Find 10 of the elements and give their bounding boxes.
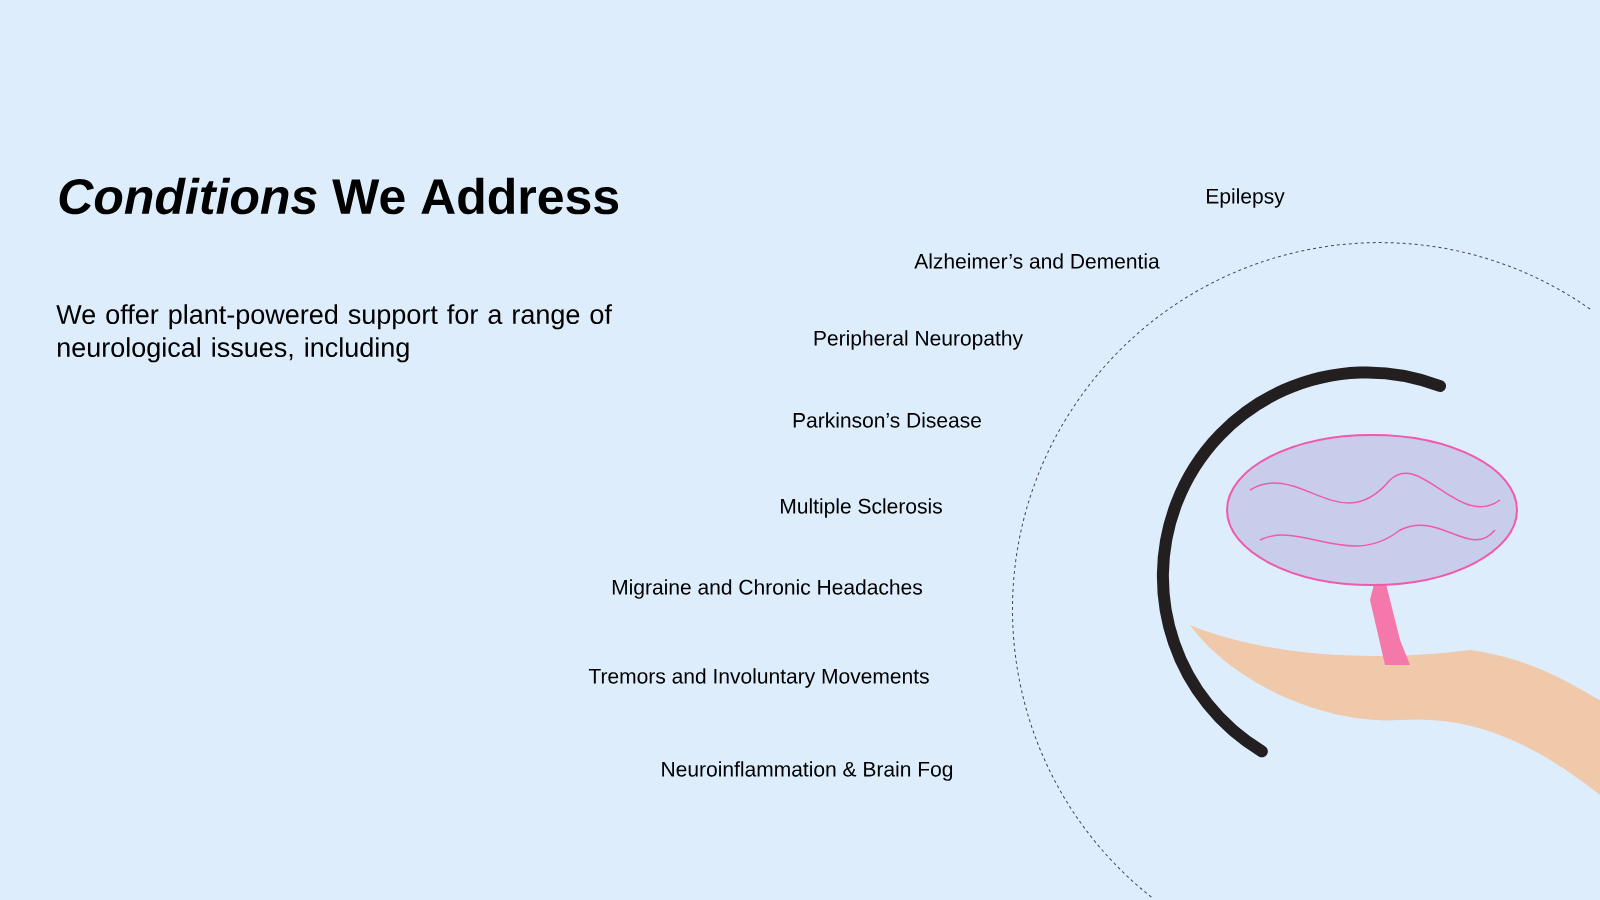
condition-label: Tremors and Involuntary Movements	[588, 668, 929, 688]
condition-label: Alzheimer’s and Dementia	[914, 253, 1160, 269]
condition-label: Peripheral Neuropathy	[814, 330, 1023, 350]
condition-label: Epilepsy	[1207, 188, 1285, 208]
condition-label: Parkinson’s Disease	[793, 412, 981, 428]
condition-label: Multiple Sclerosis	[781, 498, 942, 518]
condition-label: Neuroinflammation & Brain Fog	[662, 761, 953, 781]
description: We offer plant-powered support for a range of neurological issues, including	[56, 304, 612, 363]
condition-label: Migraine and Chronic Headaches	[612, 579, 922, 599]
title: Conditions We Address	[59, 177, 619, 215]
